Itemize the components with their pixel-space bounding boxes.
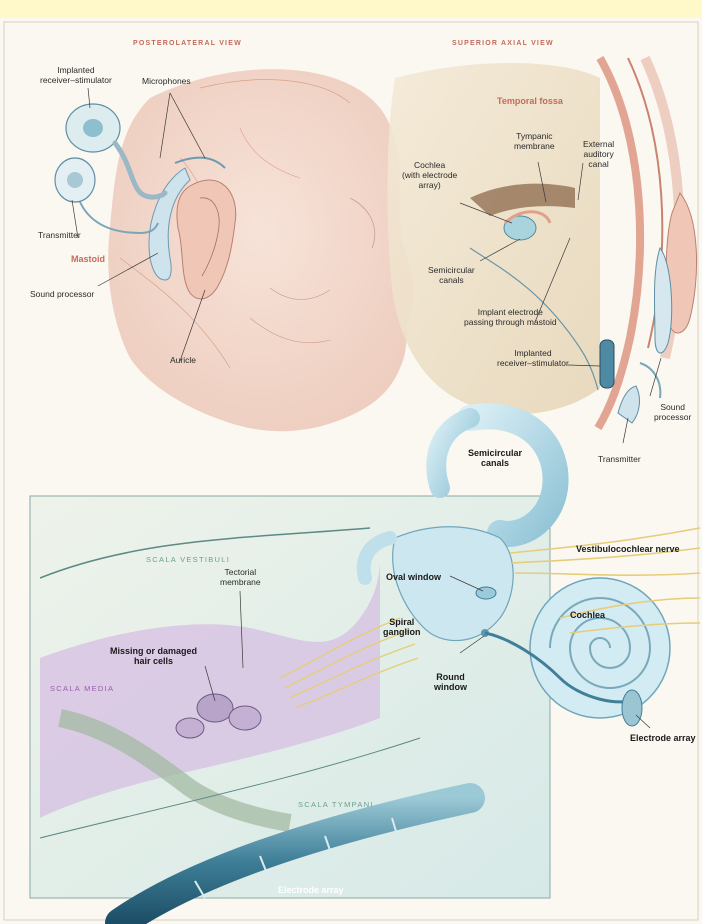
label-implant-electrode: Implant electrode passing through mastoi…	[464, 308, 557, 328]
label-electrode-array-inner: Electrode array	[630, 733, 696, 743]
label-scala-tympani: SCALA TYMPANI	[298, 800, 374, 809]
axial-view-drawing	[387, 58, 696, 428]
label-tectorial-membrane: Tectorial membrane	[220, 568, 261, 588]
label-transmitter-right: Transmitter	[598, 455, 641, 465]
label-microphones: Microphones	[142, 77, 191, 87]
label-tympanic-membrane: Tympanic membrane	[514, 132, 555, 152]
top-highlight-bar	[0, 0, 702, 19]
label-scala-vestibuli: SCALA VESTIBULI	[146, 555, 230, 564]
label-auricle: Auricle	[170, 356, 196, 366]
label-electrode-array-bottom: Electrode array	[278, 885, 344, 895]
cochlear-implant-illustration: POSTEROLATERAL VIEW SUPERIOR AXIAL VIEW …	[0, 18, 702, 924]
label-temporal-fossa: Temporal fossa	[497, 96, 563, 106]
label-sound-processor-left: Sound processor	[30, 290, 94, 300]
label-missing-hair-cells: Missing or damaged hair cells	[110, 646, 197, 667]
label-transmitter-left: Transmitter	[38, 231, 81, 241]
superior-axial-view-title: SUPERIOR AXIAL VIEW	[452, 40, 554, 47]
label-sound-processor-right: Sound processor	[654, 403, 691, 423]
label-round-window: Round window	[434, 672, 467, 693]
label-vestibulocochlear-nerve: Vestibulocochlear nerve	[576, 544, 680, 554]
posterolateral-view-title: POSTEROLATERAL VIEW	[133, 40, 242, 47]
label-implanted-receiver-left: Implanted receiver–stimulator	[40, 66, 112, 86]
label-semicircular-canals-inner: Semicircular canals	[468, 448, 522, 469]
label-scala-media: SCALA MEDIA	[50, 684, 114, 693]
label-external-auditory-canal: External auditory canal	[583, 140, 614, 169]
label-mastoid: Mastoid	[71, 254, 105, 264]
label-spiral-ganglion: Spiral ganglion	[383, 617, 421, 638]
label-implanted-receiver-right: Implanted receiver–stimulator	[497, 349, 569, 369]
label-semicircular-canals-axial: Semicircular canals	[428, 266, 475, 286]
label-cochlea-with-electrode: Cochlea (with electrode array)	[402, 161, 457, 190]
label-oval-window: Oval window	[386, 572, 441, 582]
label-cochlea: Cochlea	[570, 610, 605, 620]
